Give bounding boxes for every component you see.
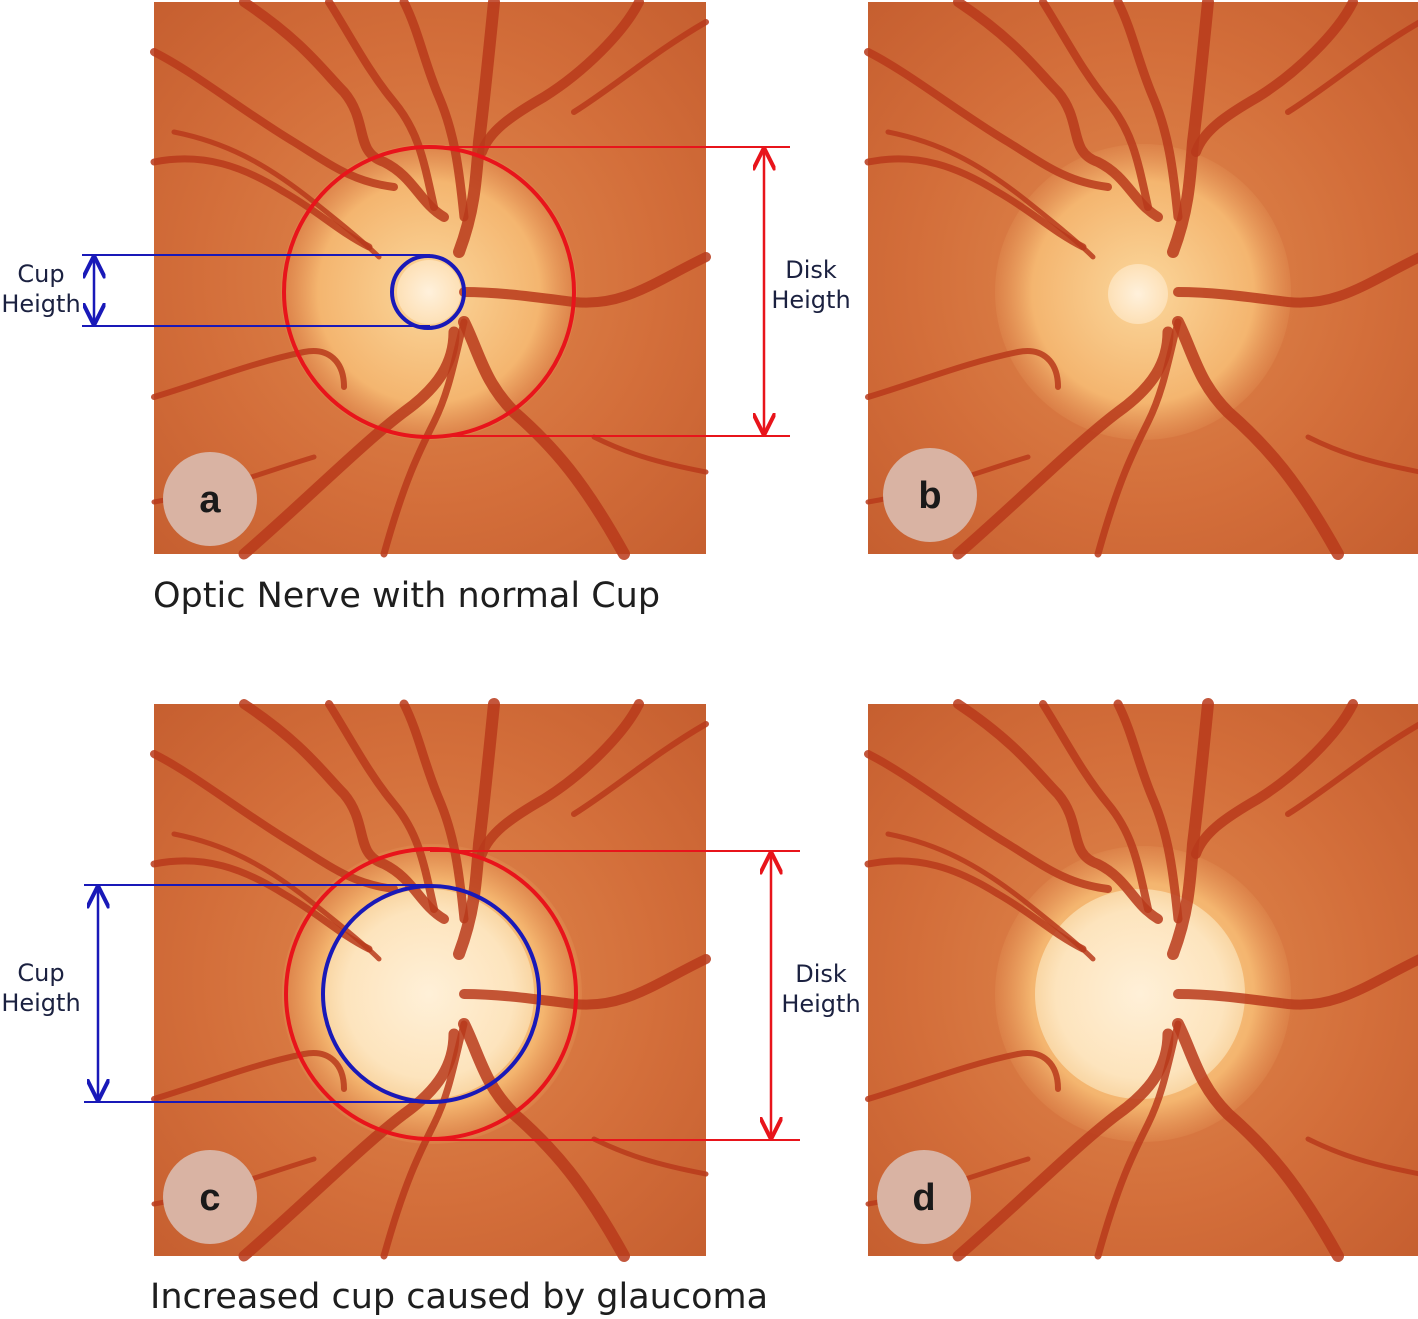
bottom-row-caption: Increased cup caused by glaucoma bbox=[150, 1277, 768, 1317]
top-row-caption: Optic Nerve with normal Cup bbox=[153, 576, 660, 616]
disk-height-label-line1: Disk bbox=[795, 960, 847, 988]
panel-c: c bbox=[154, 704, 706, 1256]
panel-b: b bbox=[868, 2, 1418, 554]
panel-letter-badge bbox=[163, 452, 257, 546]
cup-height-label-line1: Cup bbox=[17, 959, 64, 987]
disk-height-label-line2: Heigth bbox=[781, 990, 860, 1018]
panel-letter-badge bbox=[877, 1150, 971, 1244]
panel-letter: c bbox=[199, 1177, 220, 1219]
disk-outline bbox=[282, 145, 576, 439]
disk-height-label-line1: Disk bbox=[785, 256, 837, 284]
panel-letter: d bbox=[912, 1177, 935, 1219]
cup-height-label-line1: Cup bbox=[17, 260, 64, 288]
panel-a: a bbox=[154, 2, 706, 554]
cup-height-label-line2: Heigth bbox=[1, 290, 80, 318]
panel-letter-badge bbox=[163, 1150, 257, 1244]
panel-letter: b bbox=[918, 475, 941, 517]
panel-c-dimensions: Cup Heigth Disk Heigth bbox=[1, 850, 861, 1141]
panel-d: d bbox=[868, 704, 1418, 1256]
panel-letter-badge bbox=[883, 448, 977, 542]
disk-height-label-line2: Heigth bbox=[771, 286, 850, 314]
cup-outline bbox=[321, 884, 541, 1104]
panel-a-dimensions: Cup Heigth Disk Heigth bbox=[1, 146, 851, 437]
cup-height-label-line2: Heigth bbox=[1, 989, 80, 1017]
panel-letter: a bbox=[199, 479, 221, 521]
